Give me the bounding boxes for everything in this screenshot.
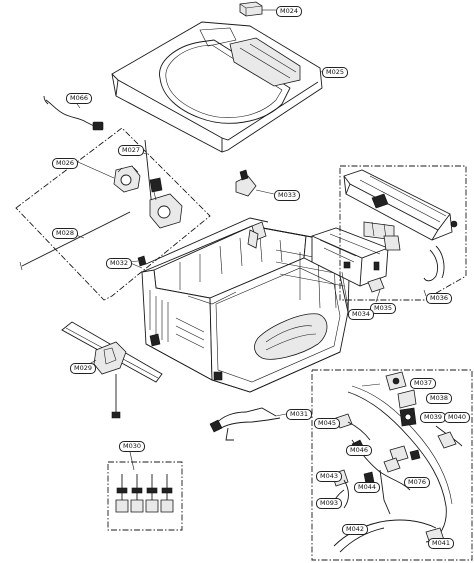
part-m027-sensor	[149, 177, 183, 229]
label-m027[interactable]: M027	[118, 145, 145, 156]
label-m026[interactable]: M026	[52, 158, 79, 169]
label-m025[interactable]: M025	[322, 67, 349, 78]
label-m045[interactable]: M045	[314, 418, 341, 429]
label-m032[interactable]: M032	[106, 258, 133, 269]
label-m093[interactable]: M093	[316, 498, 343, 509]
label-m076[interactable]: M076	[404, 477, 431, 488]
part-m029-base-frame	[61, 321, 163, 419]
label-m028[interactable]: M028	[52, 228, 79, 239]
dashed-box-m036	[339, 165, 467, 301]
label-m029[interactable]: M029	[70, 363, 97, 374]
label-m066[interactable]: M066	[66, 93, 93, 104]
label-m040[interactable]: M040	[444, 412, 471, 423]
part-m035-component	[367, 277, 385, 303]
label-m039[interactable]: M039	[420, 412, 447, 423]
label-m036[interactable]: M036	[426, 293, 453, 304]
label-m031[interactable]: M031	[286, 409, 313, 420]
part-m066-wire	[43, 95, 104, 131]
label-m033[interactable]: M033	[274, 190, 301, 201]
label-m030[interactable]: M030	[119, 441, 146, 452]
part-main-tub-body	[127, 217, 351, 393]
part-m025-top-cover	[111, 21, 331, 153]
label-m041[interactable]: M041	[428, 538, 455, 549]
label-m038[interactable]: M038	[426, 393, 453, 404]
part-m031-harness	[209, 407, 287, 441]
label-m046[interactable]: M046	[346, 445, 373, 456]
label-m034[interactable]: M034	[348, 309, 375, 320]
part-m030-feet	[115, 451, 174, 513]
label-m024[interactable]: M024	[276, 6, 303, 17]
part-m036-dispenser	[343, 169, 458, 297]
label-m035[interactable]: M035	[370, 303, 397, 314]
label-m042[interactable]: M042	[342, 524, 369, 535]
part-m024-cap	[239, 1, 276, 17]
part-m034-panel	[311, 227, 389, 309]
label-m044[interactable]: M044	[354, 482, 381, 493]
dashed-box-m030	[107, 461, 183, 531]
part-m026-valve	[77, 161, 141, 193]
label-m037[interactable]: M037	[410, 378, 437, 389]
part-m033-bracket	[235, 169, 275, 197]
dashed-box-lower-right	[311, 369, 473, 561]
label-m043[interactable]: M043	[316, 471, 343, 482]
